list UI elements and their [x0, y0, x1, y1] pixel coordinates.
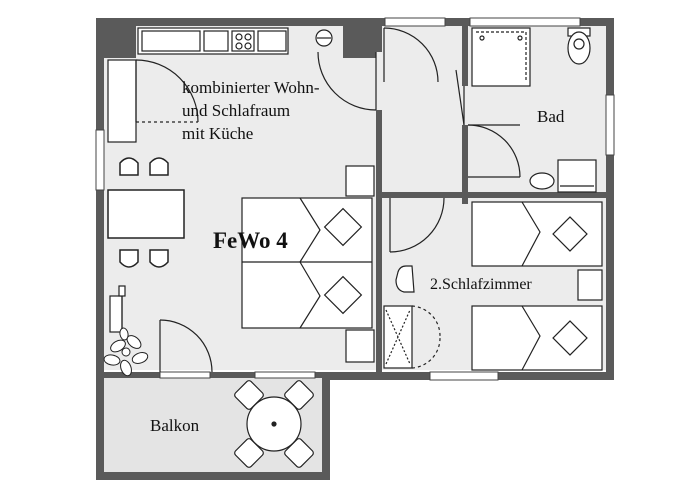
balcony-label: Balkon	[150, 416, 200, 435]
kitchen-counter	[107, 27, 333, 143]
windows	[95, 17, 615, 381]
bedroom2-furniture	[383, 265, 441, 369]
living-room-label-line2: und Schlafraum	[182, 101, 290, 120]
double-bed	[241, 165, 375, 363]
living-room-label-line1: kombinierter Wohn-	[182, 78, 320, 97]
dining-set	[107, 157, 185, 268]
single-beds	[471, 201, 603, 371]
side-shelf	[109, 285, 126, 333]
doors-hallway	[383, 27, 521, 253]
bathroom-fixtures	[471, 27, 597, 193]
doors-living	[135, 51, 377, 373]
balcony-furniture	[234, 380, 314, 468]
bedroom2-label: 2.Schlafzimmer	[430, 276, 532, 293]
plant-icon	[103, 327, 149, 377]
interior-walls	[376, 26, 606, 372]
bathroom-label: Bad	[537, 107, 565, 126]
living-room-label-line3: mit Küche	[182, 124, 253, 143]
columns	[104, 26, 376, 58]
apartment-name: FeWo 4	[213, 228, 288, 253]
